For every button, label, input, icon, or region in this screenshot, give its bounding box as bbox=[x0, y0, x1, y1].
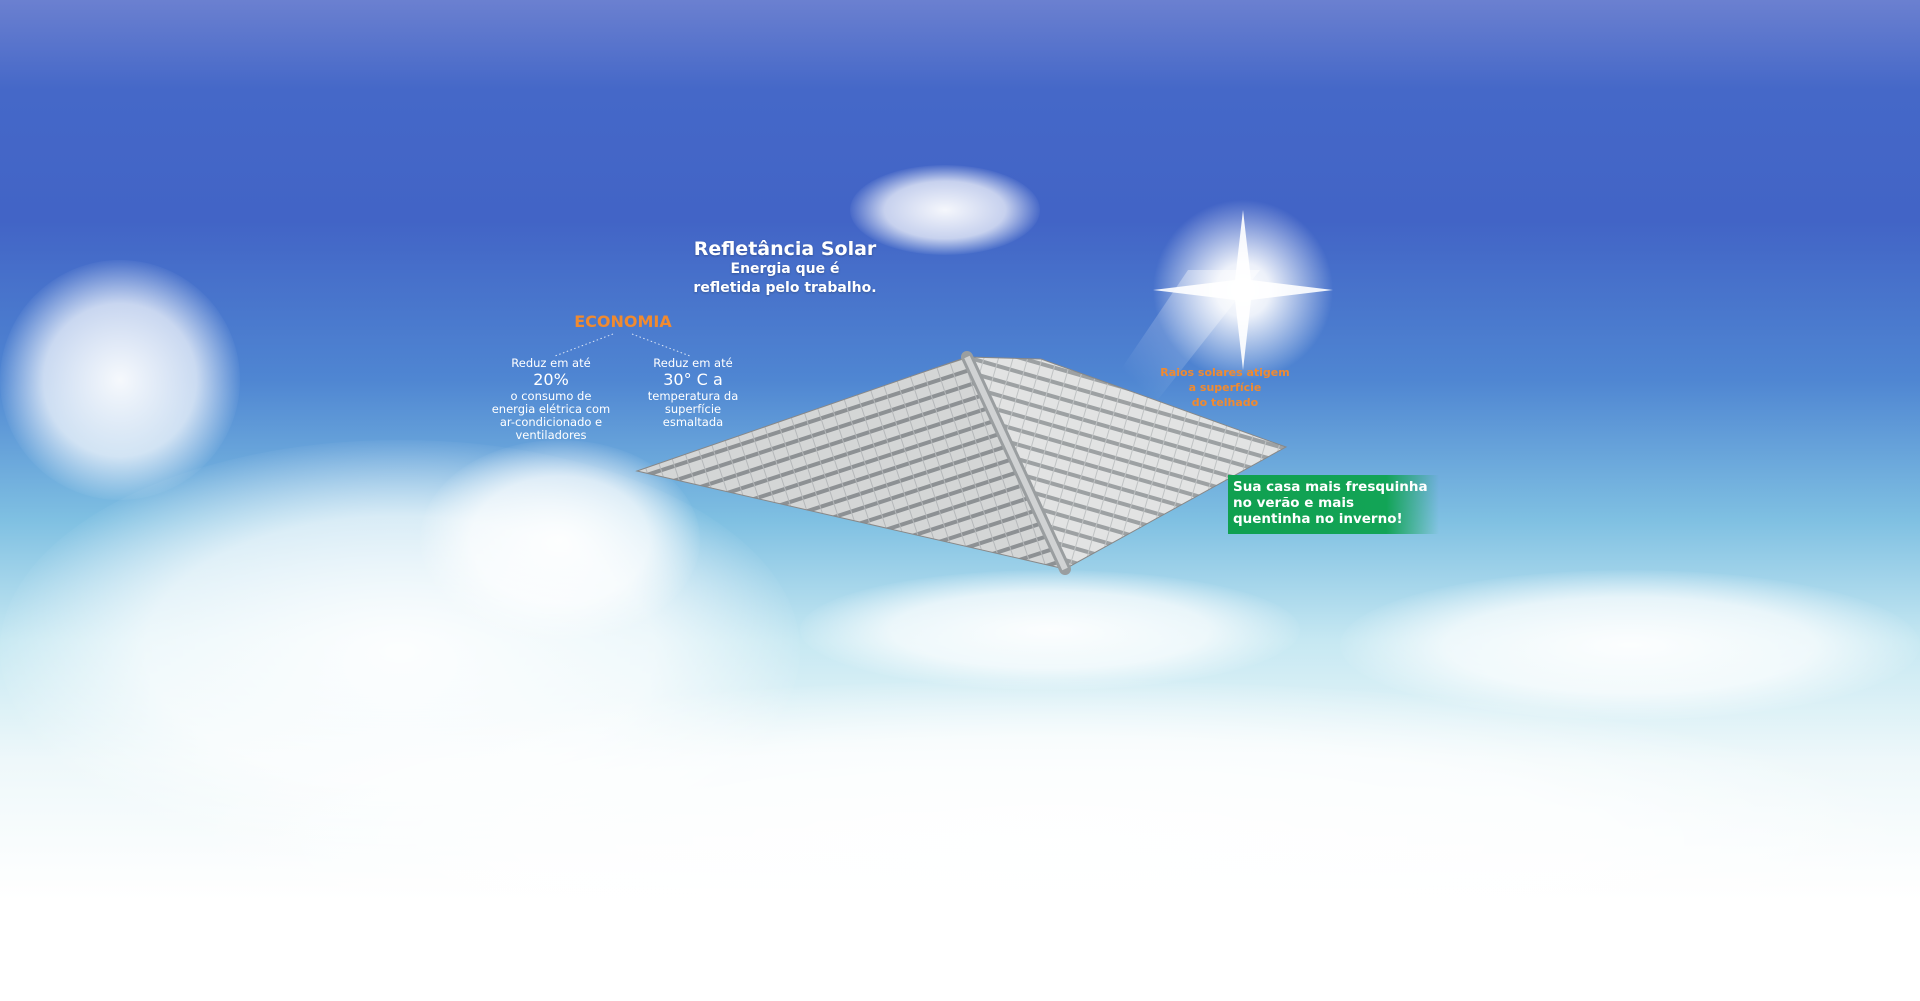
energy-line: energia elétrica com bbox=[491, 402, 611, 416]
cloud-top bbox=[850, 165, 1040, 255]
cloud-row bbox=[800, 570, 1300, 690]
temperature-line: esmaltada bbox=[662, 415, 724, 429]
cloud-left bbox=[0, 260, 240, 500]
sun-note-line: do telhado bbox=[1191, 396, 1259, 409]
callout-box: Sua casa mais fresquinha no verão e mais… bbox=[1228, 475, 1439, 534]
economia-energy-info: Reduz em até 20% o consumo de energia el… bbox=[486, 357, 616, 442]
temperature-intro: Reduz em até bbox=[653, 356, 733, 370]
temperature-line: temperatura da bbox=[647, 389, 739, 403]
sun-note: Raios solares atigem a superfície do tel… bbox=[1150, 365, 1300, 410]
energy-intro: Reduz em até bbox=[511, 356, 591, 370]
temperature-line: superfície bbox=[664, 402, 722, 416]
solar-reflectance-heading: Refletância Solar Energia que é refletid… bbox=[640, 238, 930, 298]
energy-line: ventiladores bbox=[515, 428, 587, 442]
cloud-bottom bbox=[200, 680, 1900, 1000]
temperature-value: 30° C a bbox=[663, 370, 723, 389]
cloud-row-right bbox=[1340, 570, 1920, 720]
roof-illustration bbox=[630, 350, 1295, 575]
energy-line: ar-condicionado e bbox=[499, 415, 603, 429]
heading-title: Refletância Solar bbox=[693, 238, 877, 260]
sun-note-line: a superfície bbox=[1188, 381, 1262, 394]
energy-line: o consumo de bbox=[510, 389, 592, 403]
energy-value: 20% bbox=[533, 370, 569, 389]
economia-label: ECONOMIA bbox=[574, 312, 672, 331]
sun-note-line: Raios solares atigem bbox=[1160, 366, 1290, 379]
heading-subtitle-1: Energia que é bbox=[730, 261, 840, 277]
economia-temperature-info: Reduz em até 30° C a temperatura da supe… bbox=[633, 357, 753, 429]
heading-subtitle-2: refletida pelo trabalho. bbox=[693, 280, 877, 296]
